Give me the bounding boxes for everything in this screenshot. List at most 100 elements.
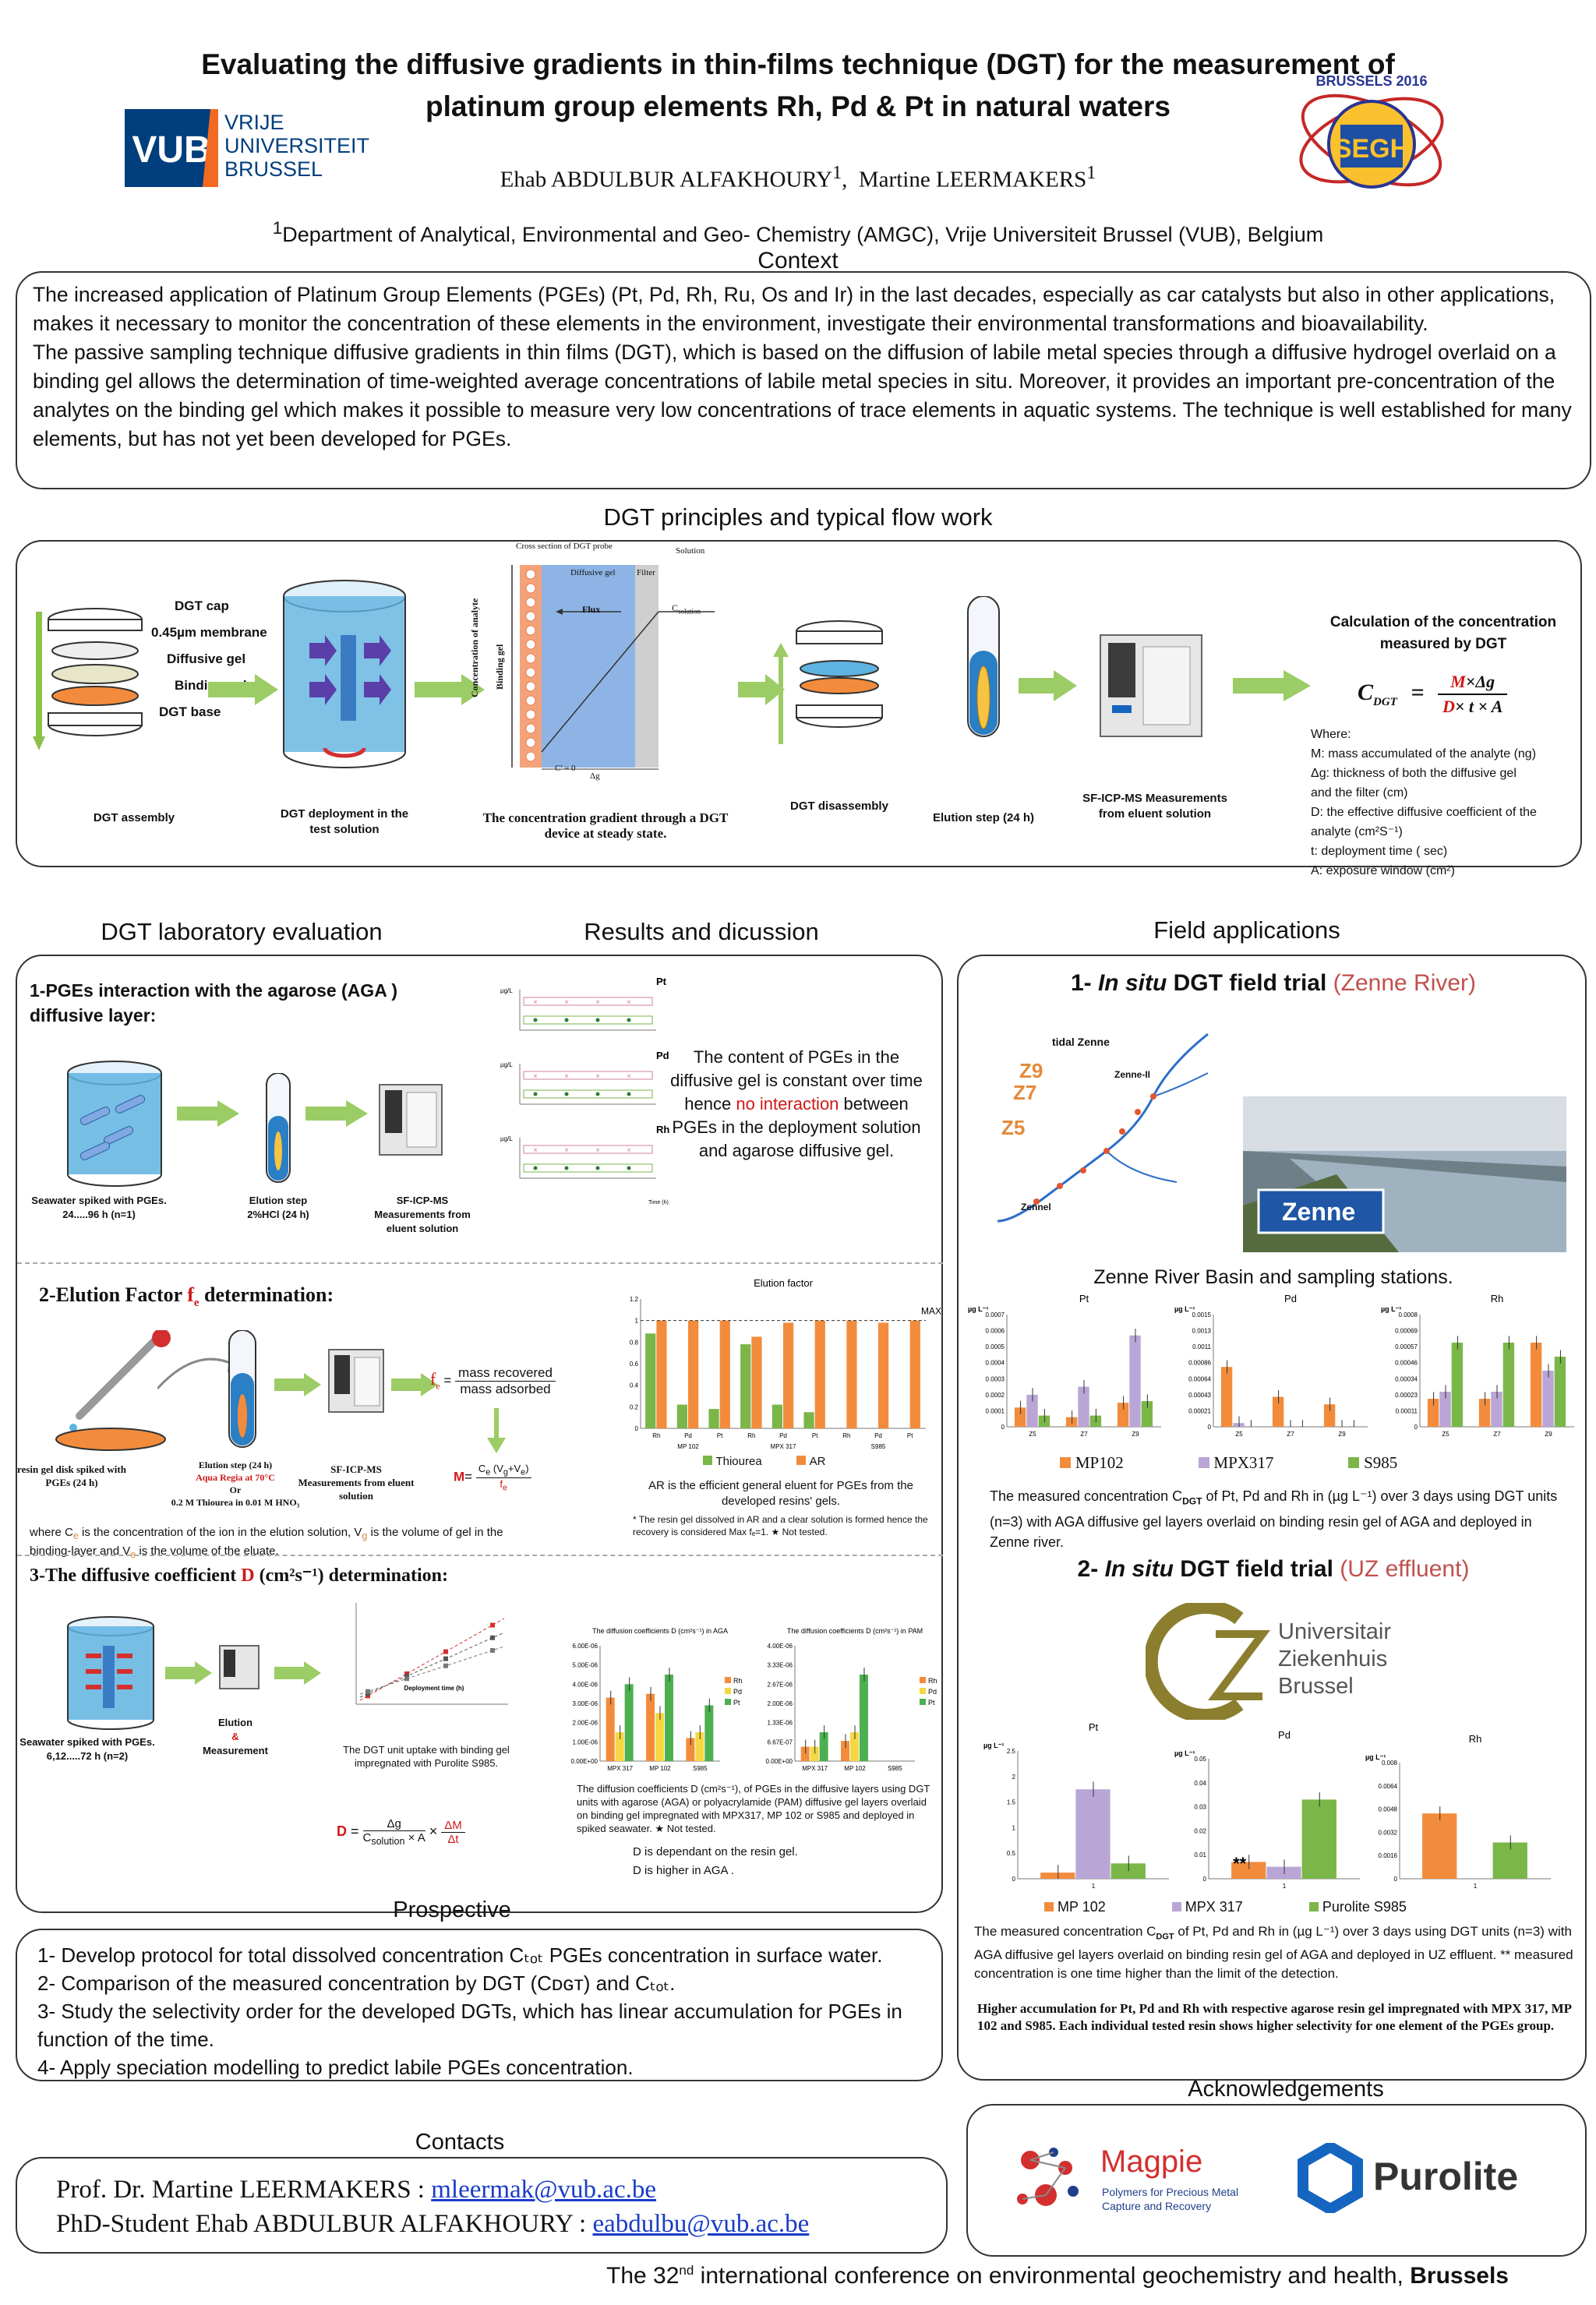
zenne-trial-text: The measured concentration CDGT of Pt, P… [990, 1488, 1558, 1550]
x-tick-label: Z5 [1235, 1431, 1243, 1438]
uptake-x-label: Deployment time (h) [404, 1685, 464, 1692]
context-heading: Context [757, 248, 839, 274]
chart-title: Rh [1469, 1733, 1482, 1745]
trend-line [359, 1618, 505, 1701]
prospective-heading: Prospective [393, 1897, 511, 1922]
c-zero-label: C' = 0 [555, 764, 576, 773]
bar [1542, 1371, 1554, 1427]
y-tick-label: 0.00E+00 [571, 1758, 598, 1765]
bar [704, 1705, 714, 1761]
bar [1075, 1789, 1110, 1879]
y-tick-label: 6.67E-07 [768, 1738, 793, 1746]
s2-tube [228, 1330, 256, 1448]
bar [686, 1738, 695, 1761]
step-dgt-assembly: DGT assembly [93, 811, 175, 824]
s3-elution-label: Elution&Measurement [203, 1717, 268, 1756]
authors: Ehab ABDULBUR ALFAKHOURY1, Martine LEERM… [500, 162, 1096, 192]
email-link-2[interactable]: eabdulbu@vub.ac.be [592, 2210, 810, 2238]
bar [1554, 1357, 1566, 1427]
legend-label: Pt [928, 1699, 935, 1707]
marker: × [564, 1072, 569, 1081]
marker-dot [627, 1092, 631, 1096]
bar [909, 1320, 920, 1428]
x-tick-label: Z5 [1442, 1431, 1449, 1438]
context-box: The increased application of Platinum Gr… [16, 271, 1591, 489]
bar [606, 1697, 615, 1761]
x-tick-label: S985 [693, 1765, 708, 1772]
s3-seawater-label: Seawater spiked with PGEs.6,12.....72 h … [19, 1736, 155, 1762]
contacts-heading: Contacts [415, 2130, 505, 2155]
cross-section-label: Cross section of DGT probe [516, 542, 613, 551]
x-tick-label: 1 [1092, 1883, 1096, 1890]
y-tick-label: 0.0032 [1379, 1829, 1398, 1836]
field-trial-2-title: 2- In situ DGT field trial (UZ effluent) [1077, 1556, 1470, 1582]
y-tick-label: 0.00034 [1395, 1375, 1418, 1382]
y-tick-label: 0 [1001, 1424, 1005, 1431]
y-tick-label: 0.6 [630, 1361, 639, 1368]
y-tick-label: 2.5 [1007, 1748, 1016, 1755]
chart-title: The diffusion coefficients D (cm²s⁻¹) in… [592, 1627, 728, 1635]
y-tick-label: 0.0006 [986, 1328, 1005, 1335]
y-tick-label: 0.05 [1194, 1756, 1206, 1763]
bar [695, 1732, 704, 1761]
map-label-tidal: tidal Zenne [1052, 1036, 1110, 1048]
principles-box: DGT cap 0.45µm membrane Diffusive gel Bi… [16, 540, 1582, 877]
bar [1141, 1401, 1153, 1427]
x-tick-label: Pt [907, 1432, 913, 1439]
conference-logo-text: BRUSSELS 2016 [1315, 73, 1428, 89]
y-tick-label: 0.00043 [1188, 1392, 1211, 1399]
group-label: MP 102 [677, 1443, 699, 1450]
flux-label: Flux [582, 604, 601, 615]
s1-title: 1-PGEs interaction with the agarose (AGA… [30, 980, 398, 1025]
bar [772, 1404, 782, 1428]
x-tick-label: S985 [888, 1765, 902, 1772]
y-tick-label: 0.00021 [1188, 1407, 1211, 1414]
y-tick-label: 0.0007 [986, 1311, 1005, 1318]
dgt-equation: CDGT = M×Δg D× t × A [1358, 670, 1508, 718]
x-tick-label: 1 [1283, 1883, 1287, 1890]
band-red [523, 1071, 653, 1080]
s2-icp-icon [328, 1349, 384, 1413]
y-tick-label: 3.33E-06 [768, 1662, 793, 1669]
marker: × [595, 1146, 600, 1155]
uz-legend: MP 102 MPX 317 Purolite S985 [1044, 1899, 1559, 1915]
up-arrow [773, 643, 789, 744]
bar [1530, 1343, 1542, 1427]
x-tick-label: Z9 [1132, 1431, 1139, 1438]
email-link-1[interactable]: mleermak@vub.ac.be [431, 2176, 657, 2204]
marker: × [533, 1072, 538, 1081]
bar [1272, 1396, 1284, 1427]
annotation: ** [1233, 1854, 1247, 1873]
y-tick-label: 0.0001 [986, 1407, 1005, 1414]
contact-line-1: Prof. Dr. Martine LEERMAKERS : mleermak@… [56, 2176, 657, 2204]
y-tick-label: 0.4 [630, 1382, 639, 1389]
dgt-stack-illustration [33, 608, 143, 750]
calc-legend: Where: M: mass accumulated of the analyt… [1311, 728, 1537, 877]
y-tick-label: 0 [1203, 1876, 1207, 1883]
y-tick-label: 0 [1208, 1424, 1212, 1431]
bar [1323, 1404, 1336, 1427]
y-tick-label: 0.00069 [1395, 1328, 1418, 1335]
y-tick-label: 0 [1414, 1424, 1418, 1431]
bar [740, 1344, 751, 1428]
y-tick-label: 0.0004 [986, 1360, 1005, 1367]
bar [688, 1320, 699, 1428]
bar [859, 1675, 868, 1761]
y-tick-label: 0.00064 [1188, 1375, 1211, 1382]
vub-logo-text: VRIJE UNIVERSITEIT BRUSSEL [224, 111, 370, 181]
prospective-item-4: 4- Apply speciation modelling to predict… [37, 2056, 634, 2079]
bar [846, 1320, 857, 1428]
s3-title: 3-The diffusive coefficient D (cm²s⁻¹) d… [30, 1565, 448, 1586]
bar [1117, 1403, 1129, 1427]
x-tick-label: Pd [874, 1432, 882, 1439]
zenne-river-photo [1243, 1096, 1566, 1252]
x-tick-label: Pt [717, 1432, 723, 1439]
y-tick-label: 0.0002 [986, 1392, 1005, 1399]
bar [1110, 1863, 1146, 1879]
bar [646, 1693, 655, 1761]
x-tick-label: Rh [652, 1432, 660, 1439]
marker: × [627, 1146, 631, 1155]
